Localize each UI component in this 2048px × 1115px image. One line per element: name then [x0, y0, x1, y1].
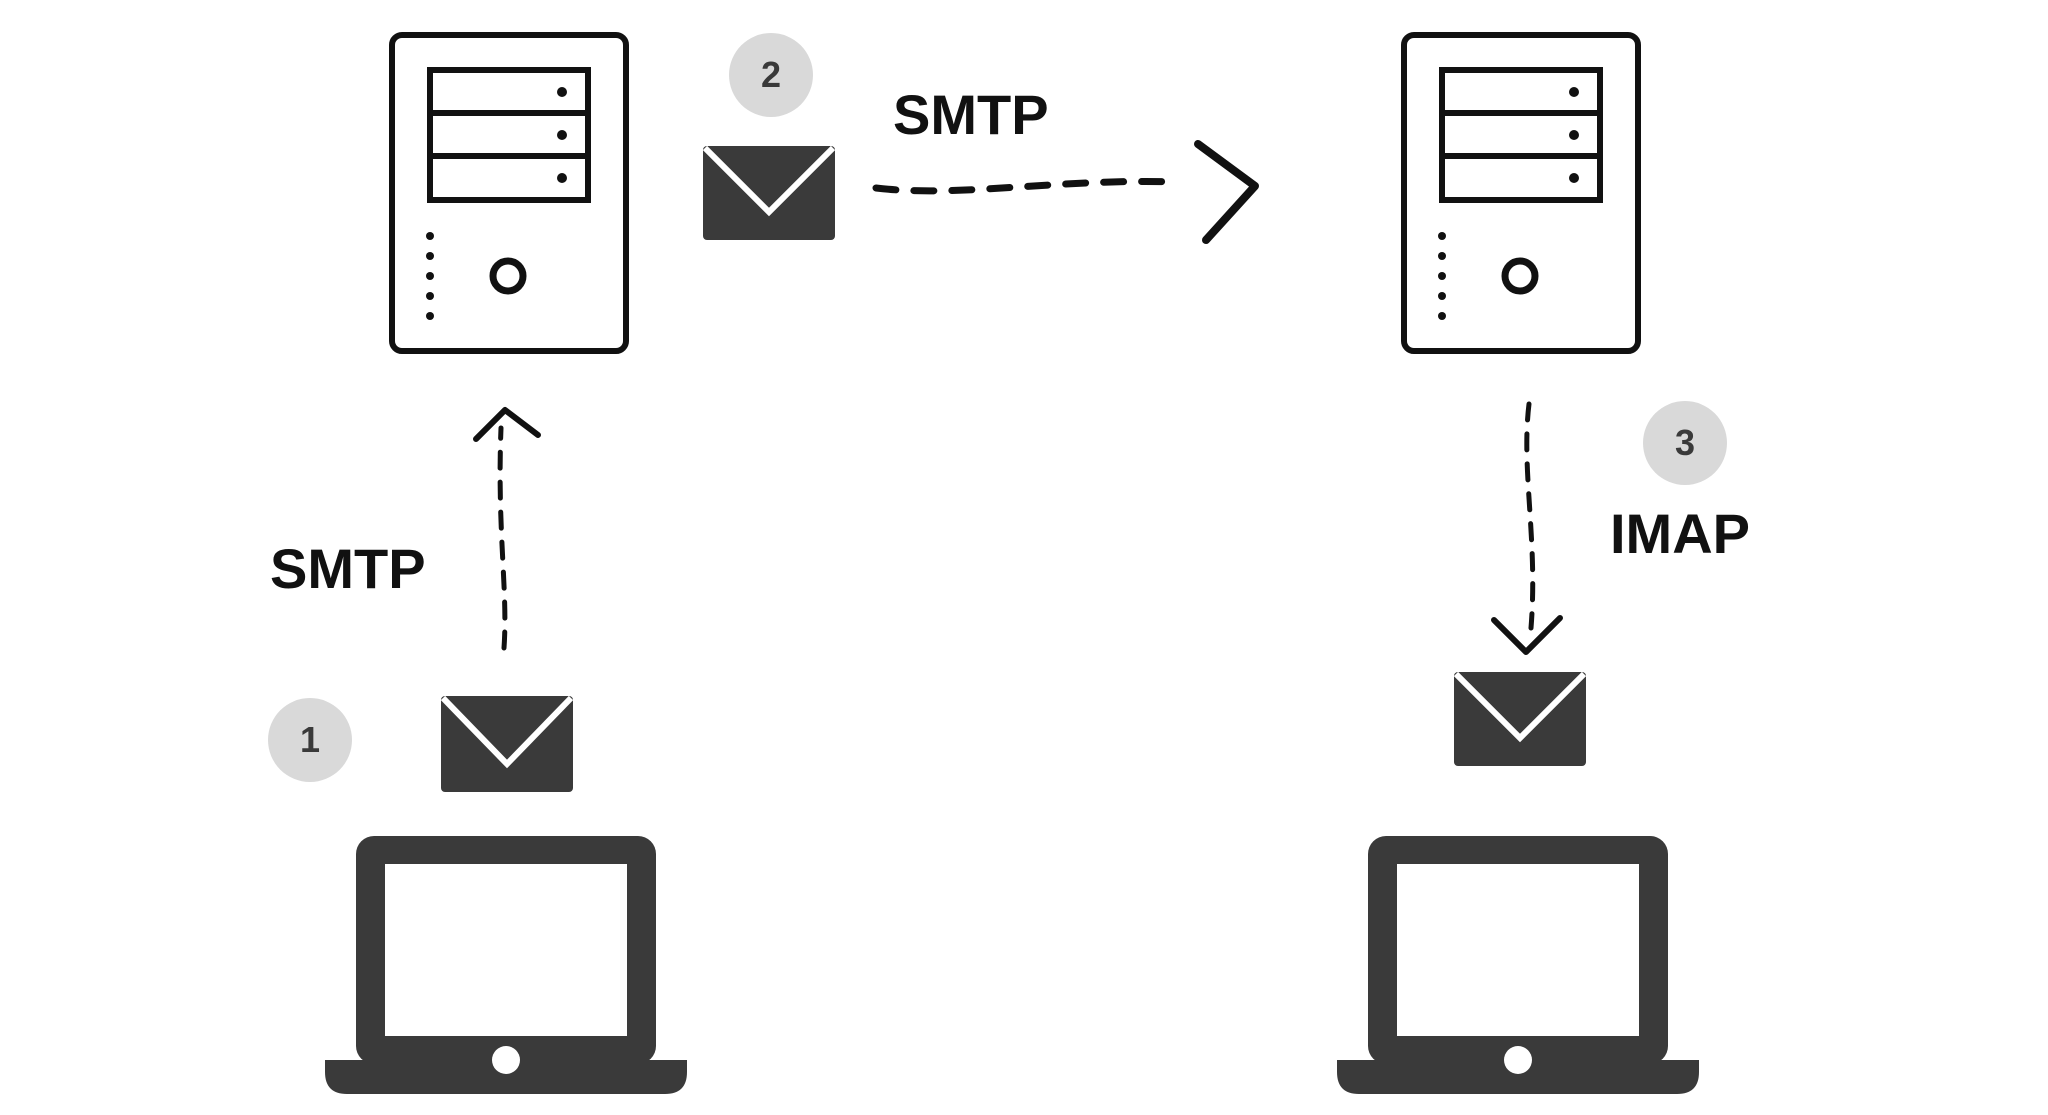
step-number: 3 [1675, 422, 1695, 463]
step-badge-2: 2 [729, 33, 813, 117]
arrow-server-to-recipient-laptop [1491, 401, 1563, 655]
recipient-server-icon [1401, 32, 1641, 354]
step-number: 2 [761, 54, 781, 95]
protocol-label-step-1: SMTP [270, 537, 426, 600]
step-number: 1 [300, 719, 320, 760]
step-badge-1: 1 [268, 698, 352, 782]
recipient-laptop-icon [1337, 836, 1699, 1094]
envelope-icon-step-3 [1453, 671, 1587, 766]
sender-server-icon [389, 32, 629, 354]
envelope-icon-step-2 [702, 145, 836, 240]
arrow-server-to-server [872, 140, 1259, 244]
sender-laptop-icon [325, 836, 687, 1094]
step-badge-3: 3 [1643, 401, 1727, 485]
protocol-label-step-2: SMTP [893, 83, 1049, 146]
arrow-laptop-to-sender-server [473, 407, 541, 651]
envelope-icon-step-1 [440, 695, 574, 792]
protocol-label-step-3: IMAP [1610, 502, 1750, 565]
